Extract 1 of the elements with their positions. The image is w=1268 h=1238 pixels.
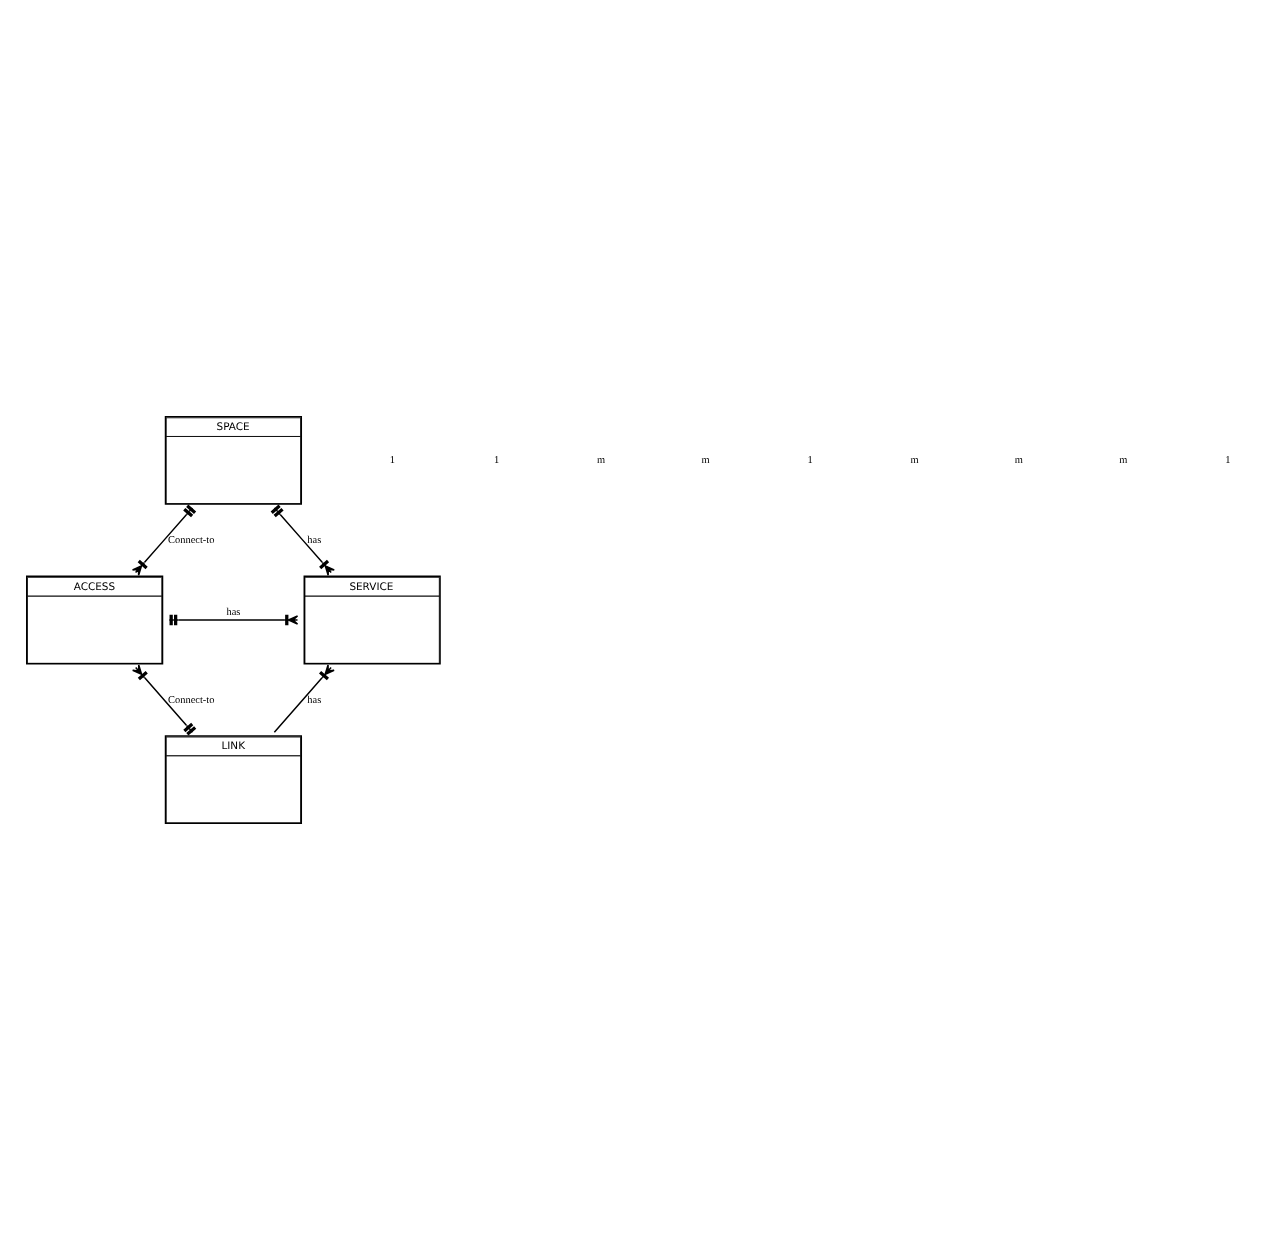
- connector: [273, 663, 335, 732]
